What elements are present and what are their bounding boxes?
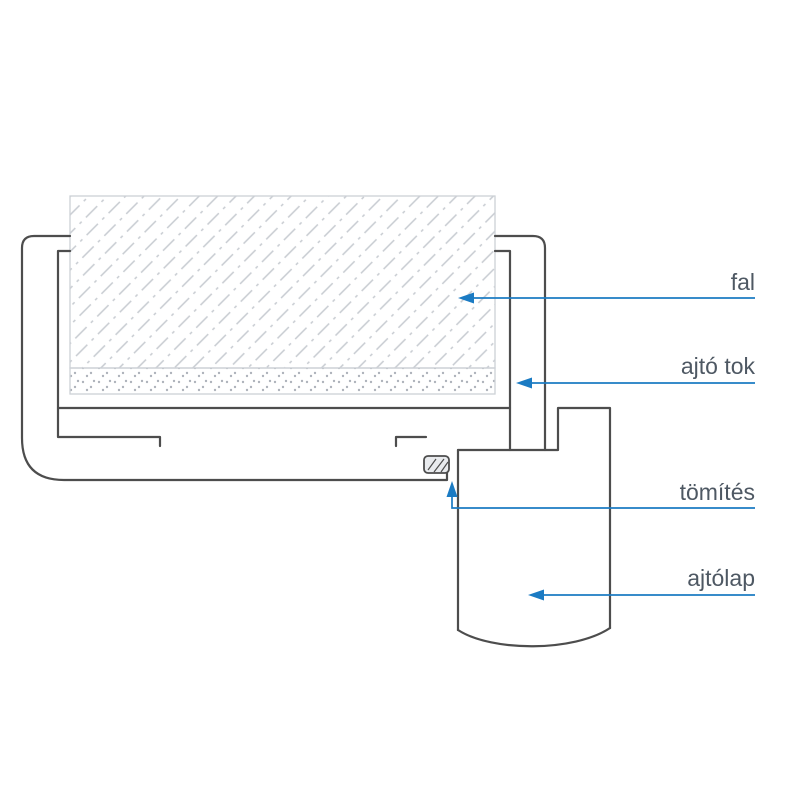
door-leaf-bottom-break xyxy=(456,626,612,648)
arrow-door-leaf-icon xyxy=(528,589,544,601)
label-door-leaf: ajtólap xyxy=(687,565,755,591)
label-wall: fal xyxy=(730,269,755,295)
frame-inner-right xyxy=(493,249,512,452)
plaster-band xyxy=(69,367,496,395)
arrow-wall-icon xyxy=(458,292,474,304)
frame-outer-left xyxy=(20,234,449,482)
door-leaf-outline xyxy=(456,406,612,648)
frame-inner-left xyxy=(56,249,162,448)
leader-lines xyxy=(451,297,755,596)
label-door-frame: ajtó tok xyxy=(680,353,755,379)
arrow-seal-icon xyxy=(446,481,458,497)
arrow-door-frame-icon xyxy=(516,377,532,389)
wall-section xyxy=(69,195,496,369)
leader-seal xyxy=(451,497,755,509)
frame-outer-right xyxy=(493,234,547,452)
leader-arrowheads xyxy=(446,292,544,601)
frame-stop-step xyxy=(394,435,428,448)
seal xyxy=(423,455,450,474)
door-frame-outline xyxy=(20,234,547,482)
label-seal: tömítés xyxy=(679,479,755,505)
door-leaf-top xyxy=(456,406,612,630)
